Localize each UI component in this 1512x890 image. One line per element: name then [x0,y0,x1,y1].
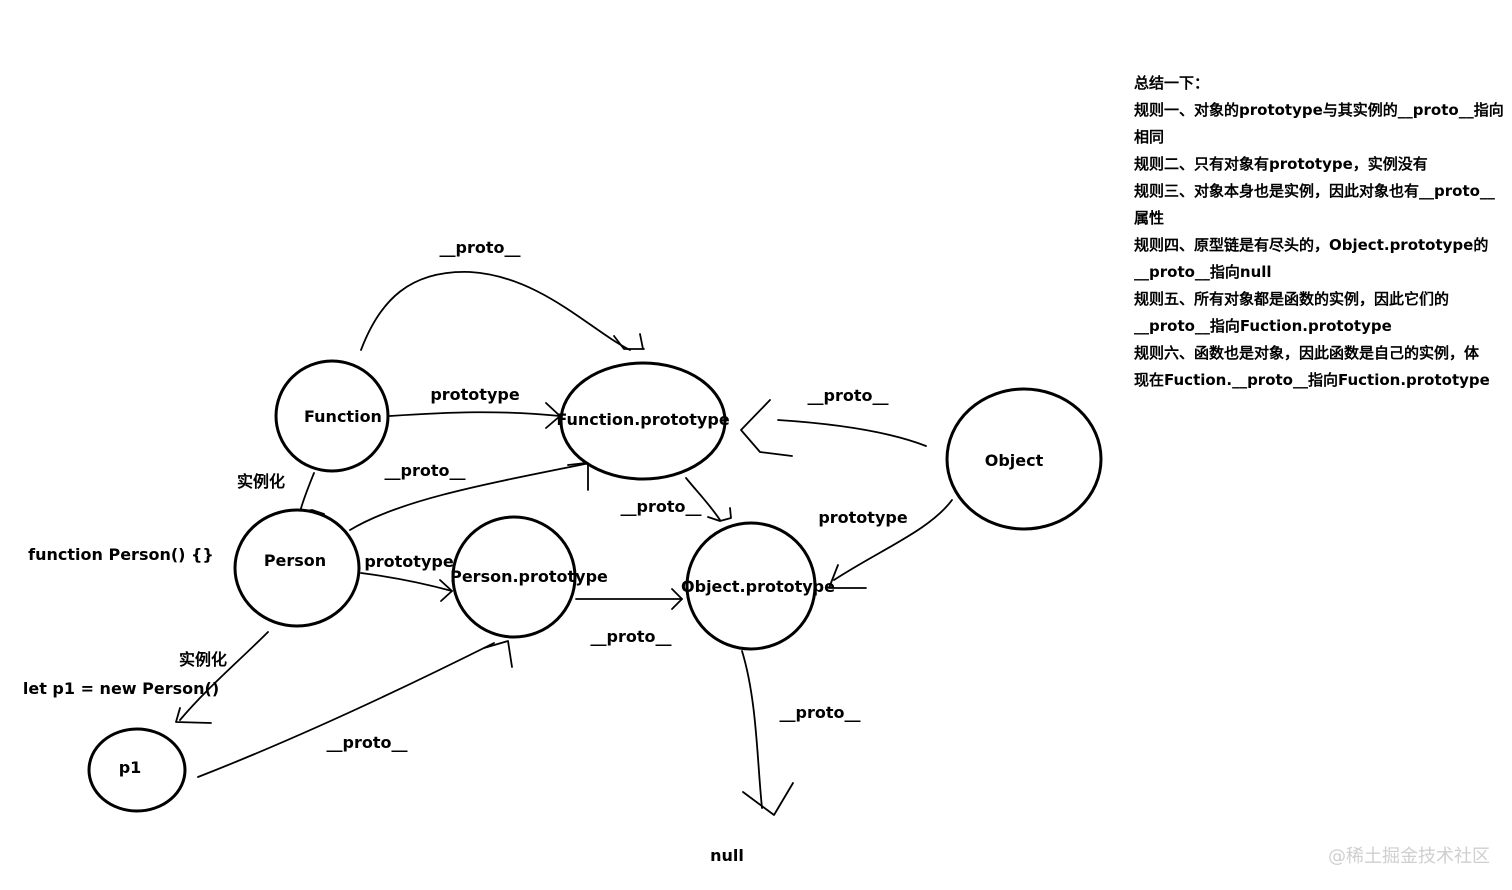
node-person-prototype-label: Person.prototype [450,567,608,586]
label-p1-instantiate: 实例化 [179,650,227,669]
label-pp-proto: __proto__ [591,627,672,646]
summary-line: __proto__指向null [1134,263,1272,281]
summary-title: 总结一下： [1134,74,1210,92]
label-person-proto: __proto__ [385,461,466,480]
arrowhead-p1-instantiate [175,707,212,724]
summary-line: 现在Fuction.__proto__指向Fuction.prototype [1134,371,1490,389]
arrow-object-prototype [833,499,953,581]
label-function-proto-top: __proto__ [440,238,521,257]
node-object-prototype-label: Object.prototype [681,577,835,596]
node-function-label: Function [304,407,382,426]
arrow-person-prototype [360,572,453,592]
arrow-function-proto-top [360,271,631,351]
node-person-label: Person [264,551,326,570]
arrowhead-person-prototype [439,579,453,602]
arrowhead-op-proto [742,782,794,816]
node-p1: p1 [87,727,187,813]
arrowhead-object-prototype [828,564,867,589]
summary-line: 规则一、对象的prototype与其实例的__proto__指向 [1134,101,1504,119]
node-null-label: null [710,846,744,865]
summary-line: 规则四、原型链是有尽头的，Object.prototype的 [1134,236,1489,254]
arrow-person-proto [349,461,596,531]
label-op-proto: __proto__ [780,703,861,722]
node-object-prototype: Object.prototype [681,521,835,651]
connectors [175,271,953,816]
arrow-object-proto [777,419,927,447]
node-person: Person [233,508,361,628]
label-object-prototype: prototype [818,508,908,527]
arrow-function-instantiate [299,472,315,513]
arrowhead-object-proto [740,399,793,457]
label-function-instantiate: 实例化 [237,472,285,491]
summary-line: 规则五、所有对象都是函数的实例，因此它们的 [1134,290,1450,308]
watermark: @稀土掘金技术社区 [1328,846,1490,867]
arrowhead-pp-proto [671,588,683,610]
node-function-prototype: Function.prototype [556,361,730,481]
arrow-op-proto [741,650,763,809]
node-function-prototype-label: Function.prototype [556,410,730,429]
label-object-proto: __proto__ [808,386,889,405]
summary-line: 属性 [1134,209,1165,227]
label-function-prototype: prototype [430,385,520,404]
arrow-function-prototype [389,411,561,417]
label-fp-proto: __proto__ [621,497,702,516]
code-p1-definition: let p1 = new Person() [23,679,219,698]
summary-notes: 总结一下： 规则一、对象的prototype与其实例的__proto__指向 相… [1134,70,1512,394]
node-function: Function [274,359,390,473]
summary-line: 规则二、只有对象有prototype，实例没有 [1134,155,1428,173]
edge-labels: __proto__ prototype __proto__ 实例化 __prot… [179,238,908,752]
summary-line: 规则三、对象本身也是实例，因此对象也有__proto__ [1134,182,1495,200]
node-person-prototype: Person.prototype [450,515,608,639]
summary-line: 规则六、函数也是对象，因此函数是自己的实例，体 [1134,344,1480,362]
summary-line: __proto__指向Fuction.prototype [1134,317,1392,335]
label-person-prototype: prototype [364,552,454,571]
node-p1-label: p1 [119,758,142,777]
code-person-definition: function Person() {} [28,545,214,564]
summary-line: 相同 [1134,128,1165,146]
arrow-p1-proto [197,642,495,778]
arrow-p1-instantiate [179,631,269,721]
node-object-label: Object [985,451,1044,470]
arrow-fp-proto [685,477,721,521]
arrowhead-fp-proto [707,507,732,522]
arrowhead-p1-proto [483,640,513,668]
arrowhead-function-proto-top [613,333,645,350]
node-object: Object [945,387,1103,531]
label-p1-proto: __proto__ [327,733,408,752]
